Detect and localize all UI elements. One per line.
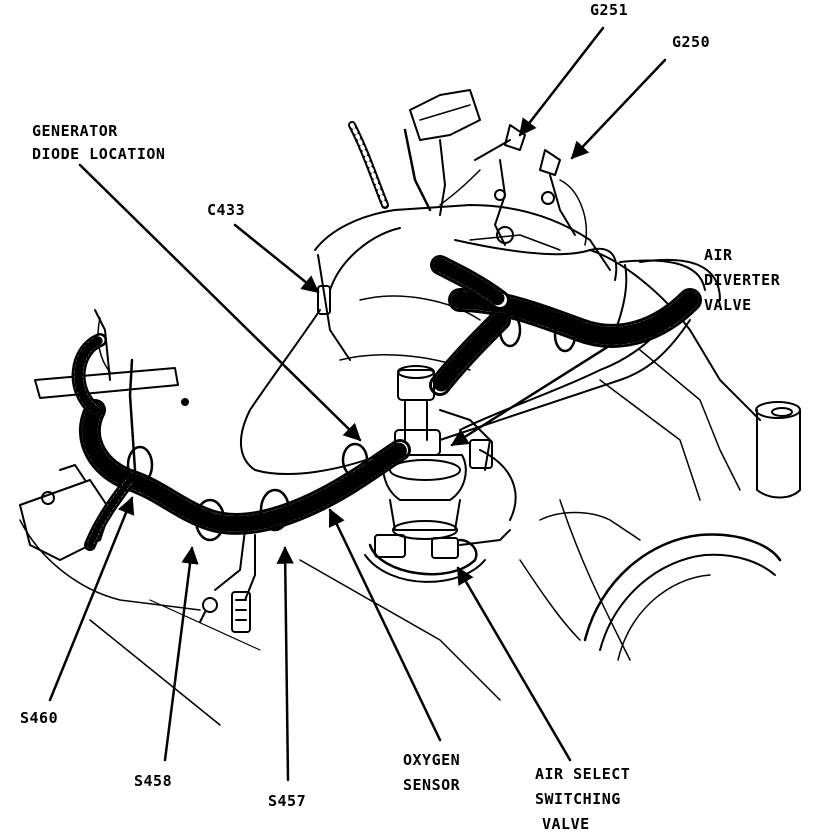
pointer-s460 bbox=[48, 496, 135, 702]
pointer-air-select bbox=[456, 566, 572, 762]
label-s458: S458 bbox=[134, 772, 172, 790]
label-air-select-line2: SWITCHING bbox=[535, 790, 621, 808]
label-generator-line2: DIODE LOCATION bbox=[32, 145, 165, 163]
label-air-select-line3: VALVE bbox=[542, 815, 590, 833]
label-air-select-line1: AIR SELECT bbox=[535, 765, 630, 783]
harness-conduit bbox=[71, 255, 702, 551]
pointer-air-diverter bbox=[450, 293, 692, 447]
label-s460: S460 bbox=[20, 709, 58, 727]
label-generator-line1: GENERATOR bbox=[32, 122, 118, 140]
label-c433: C433 bbox=[207, 201, 245, 219]
label-g250: G250 bbox=[672, 33, 710, 51]
label-g251: G251 bbox=[590, 1, 628, 19]
pointer-c433 bbox=[233, 223, 320, 294]
label-air-diverter-line1: AIR bbox=[704, 246, 733, 264]
label-oxygen-line1: OXYGEN bbox=[403, 751, 460, 769]
label-air-diverter-line2: DIVERTER bbox=[704, 271, 781, 289]
pointer-g250 bbox=[570, 58, 667, 160]
callout-labels: G251 G250 GENERATOR DIODE LOCATION C433 … bbox=[20, 1, 781, 833]
pointer-s458 bbox=[163, 546, 199, 762]
wires bbox=[128, 227, 721, 633]
callout-pointers bbox=[48, 26, 692, 782]
pointer-generator-diode bbox=[78, 163, 362, 442]
pointer-g251 bbox=[518, 26, 605, 137]
pointer-oxygen-sensor bbox=[328, 508, 442, 742]
pointer-s457 bbox=[276, 546, 294, 782]
label-s457: S457 bbox=[268, 792, 306, 810]
engine-illustration bbox=[19, 89, 801, 726]
label-oxygen-line2: SENSOR bbox=[403, 776, 461, 794]
label-air-diverter-line3: VALVE bbox=[704, 296, 752, 314]
air-select-valve-assembly bbox=[364, 365, 511, 583]
